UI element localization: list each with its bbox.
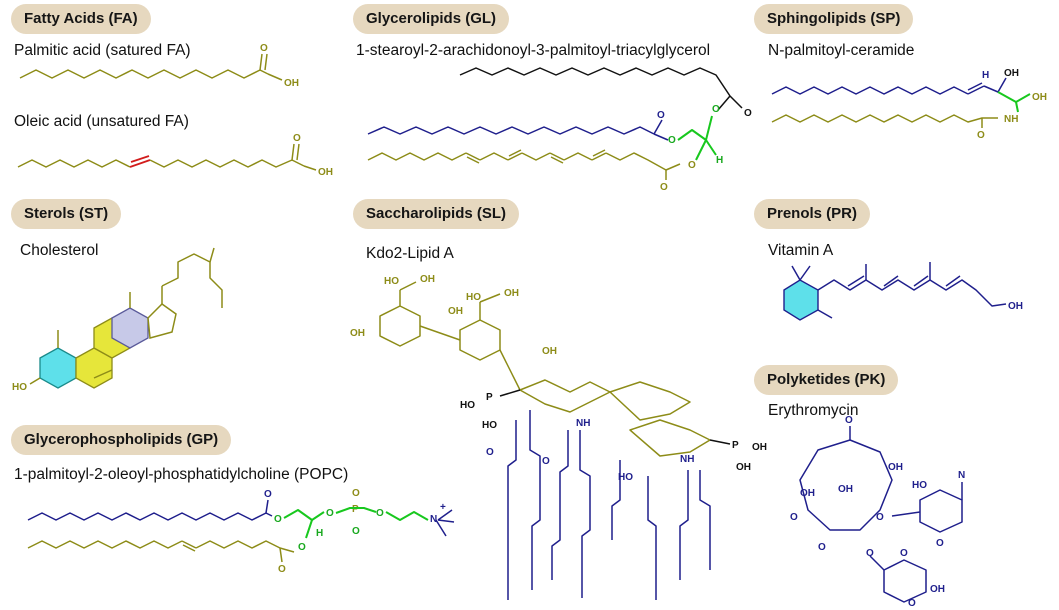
caption-cholesterol: Cholesterol <box>20 242 99 259</box>
lipid-a-carbonyl-o-1: O <box>486 447 494 458</box>
ceramide-carbonyl-o: O <box>977 130 985 141</box>
erythro-oh-2: OH <box>800 488 815 499</box>
palmitic-carbonyl-o: O <box>260 43 268 54</box>
phosphate-p-2: P <box>732 440 739 451</box>
caption-oleic-acid: Oleic acid (unsatured FA) <box>14 113 189 130</box>
erythro-oh-3: OH <box>888 462 903 473</box>
erythro-sugar-oh: OH <box>930 584 945 595</box>
kdo-oh-5: OH <box>542 346 557 357</box>
vitamin-a-hydroxyl: OH <box>1008 301 1023 312</box>
erythro-ketone-o: O <box>845 415 853 426</box>
erythro-sugar-o-2: O <box>900 548 908 559</box>
ceramide-nh: NH <box>1004 114 1018 125</box>
lipid-a-carbonyl-o-2: O <box>542 456 550 467</box>
kdo-ho-2: HO <box>466 292 481 303</box>
popc-phosphate-o-2: O <box>376 508 384 519</box>
cholesterol-hydroxyl: HO <box>12 382 27 393</box>
tag-arachidonoyl-carbonyl-o: O <box>660 182 668 193</box>
kdo-oh-4: OH <box>448 306 463 317</box>
popc-phosphorus: P <box>352 504 359 515</box>
erythro-ether-o-1: O <box>876 512 884 523</box>
popc-phosphate-o-double: O <box>352 488 360 499</box>
erythro-sugar-o-1: O <box>936 538 944 549</box>
popc-oleoyl-carbonyl-o: O <box>278 564 286 575</box>
popc-choline-n: N <box>430 514 437 525</box>
phosphate-p-1: P <box>486 392 493 403</box>
ceramide-hydroxyl: OH <box>1004 68 1019 79</box>
popc-glycerol-h: H <box>316 528 323 539</box>
ceramide-h: H <box>982 70 989 81</box>
tag-ester-o-3: O <box>712 104 720 115</box>
phosphate-oh-1: HO <box>460 400 475 411</box>
erythro-sugar-ho: HO <box>912 480 927 491</box>
lipid-a-nh-1: NH <box>576 418 590 429</box>
pill-prenols: Prenols (PR) <box>754 199 871 229</box>
erythro-dimethylamino-n: N <box>958 470 965 481</box>
palmitic-hydroxyl: OH <box>284 78 299 89</box>
popc-palmitoyl-carbonyl-o: O <box>264 489 272 500</box>
pill-saccharolipids: Saccharolipids (SL) <box>353 199 520 229</box>
kdo-oh-3: OH <box>350 328 365 339</box>
popc-ester-o-1: O <box>274 514 282 525</box>
popc-choline-plus: + <box>440 502 446 513</box>
oleic-carbonyl-o: O <box>293 133 301 144</box>
oleic-hydroxyl: OH <box>318 167 333 178</box>
caption-vitamin-a: Vitamin A <box>768 242 834 259</box>
ceramide-terminal-oh: OH <box>1032 92 1047 103</box>
kdo-ho-1: HO <box>384 276 399 287</box>
tag-ester-o-2: O <box>688 160 696 171</box>
erythro-methoxy-o: O <box>908 598 916 609</box>
tag-ester-o-1: O <box>668 135 676 146</box>
tag-palmitoyl-carbonyl-o: O <box>744 108 752 119</box>
pill-fatty-acids: Fatty Acids (FA) <box>11 4 151 34</box>
popc-ester-o-2: O <box>298 542 306 553</box>
tag-glycerol-h: H <box>716 155 723 166</box>
erythro-ring-o-1: O <box>790 512 798 523</box>
caption-palmitic-acid: Palmitic acid (satured FA) <box>14 42 191 59</box>
tag-stearoyl-carbonyl-o: O <box>657 110 665 121</box>
caption-triacylglycerol: 1-stearoyl-2-arachidonoyl-3-palmitoyl-tr… <box>356 42 711 59</box>
caption-erythromycin: Erythromycin <box>768 402 859 419</box>
pill-sphingolipids: Sphingolipids (SP) <box>754 4 914 34</box>
phosphate-oh-4: OH <box>736 462 751 473</box>
erythro-ether-o-2: O <box>866 548 874 559</box>
pill-sterols: Sterols (ST) <box>11 199 122 229</box>
caption-popc: 1-palmitoyl-2-oleoyl-phosphatidylcholine… <box>14 466 349 483</box>
pill-polyketides: Polyketides (PK) <box>754 365 899 395</box>
popc-phosphate-o-minus: O <box>352 526 360 537</box>
phosphate-oh-2: HO <box>482 420 497 431</box>
pill-glycerophospholipids: Glycerophospholipids (GP) <box>11 425 232 455</box>
lipid-a-ho: HO <box>618 472 633 483</box>
kdo-oh-2: OH <box>504 288 519 299</box>
pill-glycerolipids: Glycerolipids (GL) <box>353 4 510 34</box>
lipid-a-nh-2: NH <box>680 454 694 465</box>
phosphate-oh-3: OH <box>752 442 767 453</box>
caption-kdo2-lipid-a: Kdo2-Lipid A <box>366 245 454 262</box>
kdo-oh-1: OH <box>420 274 435 285</box>
popc-phosphate-o-1: O <box>326 508 334 519</box>
erythro-lactone-o: O <box>818 542 826 553</box>
erythro-oh-1: OH <box>838 484 853 495</box>
caption-ceramide: N-palmitoyl-ceramide <box>768 42 915 59</box>
